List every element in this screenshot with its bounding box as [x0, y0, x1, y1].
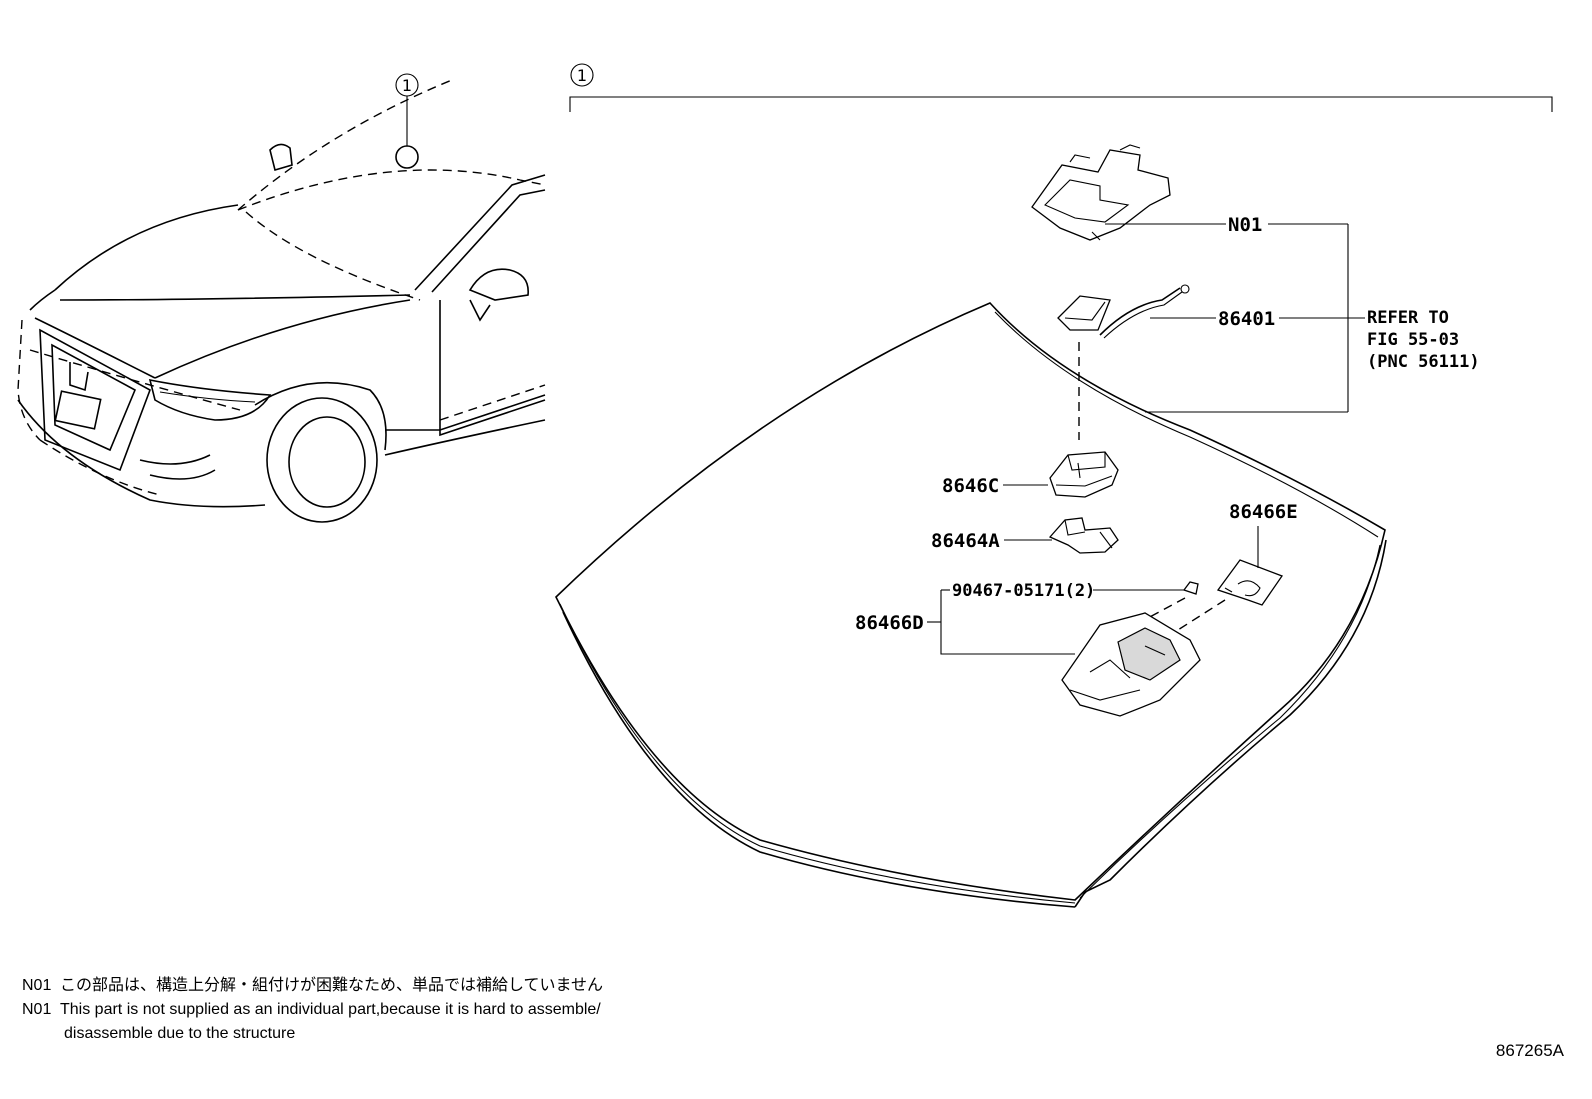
label-refer-line2: FIG 55-03 [1367, 330, 1459, 350]
note-line-jp: N01 この部品は、構造上分解・組付けが困難なため、単品では補給していません [22, 974, 603, 998]
note-code: N01 [22, 977, 52, 994]
label-86464a: 86464A [931, 530, 1000, 552]
part-8646c-bracket [1049, 451, 1119, 498]
part-86466d-housing [1061, 612, 1201, 717]
label-86466d: 86466D [855, 612, 924, 634]
assembly-bracket: 1 [569, 63, 1553, 112]
part-86401-camera [1057, 284, 1190, 339]
note-line-en-cont: disassemble due to the structure [22, 1022, 603, 1046]
note-line-en: N01 This part is not supplied as an indiv… [22, 998, 603, 1022]
note-text: disassemble due to the structure [64, 1025, 296, 1042]
note-code: N01 [22, 1001, 52, 1018]
car-callout-number: 1 [402, 76, 412, 95]
notes-block: N01 この部品は、構造上分解・組付けが困難なため、単品では補給していません N0… [22, 974, 603, 1046]
note-text: この部品は、構造上分解・組付けが困難なため、単品では補給していません [60, 977, 604, 994]
label-8646c: 8646C [942, 475, 999, 497]
part-86464a-bracket [1048, 517, 1119, 554]
part-86466e-cover [1216, 559, 1284, 606]
note-text: This part is not supplied as an individu… [60, 1001, 601, 1018]
label-n01: N01 [1228, 214, 1262, 236]
bracket-callout-number: 1 [577, 66, 587, 85]
leader-lines [927, 223, 1365, 655]
part-90467-clip [1182, 581, 1199, 595]
label-90467: 90467-05171(2) [952, 581, 1095, 601]
figure-code: 867265A [1495, 1041, 1564, 1060]
label-86466e: 86466E [1229, 501, 1298, 523]
label-refer-line3: (PNC 56111) [1367, 352, 1480, 372]
part-n01-cover [1031, 144, 1171, 241]
car-callout: 1 [395, 73, 419, 169]
clip-leader-b [1169, 599, 1226, 636]
label-refer-line1: REFER TO [1367, 308, 1449, 328]
car-outline [17, 79, 546, 523]
label-86401: 86401 [1218, 308, 1275, 330]
windshield-glass [555, 302, 1387, 908]
